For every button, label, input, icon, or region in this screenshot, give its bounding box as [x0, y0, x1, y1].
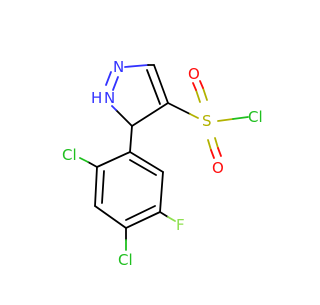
bond-s-cl [217, 118, 234, 122]
bond-c5-c1p [129, 125, 133, 153]
bond-c2p-c3p [94, 166, 98, 207]
bond-n1-c [124, 64, 149, 68]
bond-s-o2-double-b [217, 147, 222, 157]
bond-s-o2-double [214, 137, 219, 149]
bond-s-cl-b [232, 116, 249, 120]
chlorine-label-sulfonyl: Cl [248, 108, 263, 126]
bond-c5p-c6p [159, 171, 164, 213]
bond-s-o2 [207, 139, 212, 151]
bond-c4p-c5p [125, 211, 161, 229]
bond-c4-s-b [189, 113, 199, 119]
nitrogen-label: N [113, 58, 124, 76]
bond-nh-n [112, 76, 119, 91]
atom-labels: N H N S O O Cl Cl Cl F [62, 58, 263, 269]
bond-c2p-c3p-double [101, 170, 105, 204]
bond-c4p-c5p-double [125, 205, 156, 221]
bond-c4-s [167, 102, 191, 115]
bond-c1p-c2p [96, 151, 131, 168]
bond-c5p-f-b [167, 216, 176, 222]
bond-c-c4 [153, 64, 169, 104]
bond-c4-c5 [131, 102, 169, 127]
bond-c3p-c4p [94, 205, 127, 229]
bond-c5-nh [115, 109, 133, 127]
structure-diagram: N H N S O O Cl Cl Cl F [62, 58, 263, 269]
bond-s-o2-b [210, 149, 215, 159]
bond-c5p-f [159, 211, 169, 218]
oxygen-label-bottom: O [212, 159, 224, 177]
chlorine-label-ortho: Cl [62, 146, 77, 164]
bond-s-o1-b [192, 82, 197, 91]
chlorine-label-para: Cl [118, 251, 133, 269]
bond-c5-nh-b [111, 105, 117, 111]
bonds [79, 64, 249, 251]
nh-nitrogen-label: N [104, 89, 115, 107]
bond-c6p-c1p-double [129, 159, 157, 176]
molecule-canvas: N H N S O O Cl Cl Cl F [62, 58, 263, 269]
bond-s-o1 [195, 89, 201, 103]
bond-nh-n-double [105, 71, 112, 86]
bond-c6p-c1p [129, 151, 164, 173]
bond-s-o1-double-b [199, 80, 204, 89]
bond-c-c4-double [146, 69, 161, 105]
sulfur-label: S [202, 112, 212, 130]
bond-c2p-cl-b [79, 157, 89, 163]
oxygen-label-top: O [188, 65, 200, 83]
nh-hydrogen-label: H [91, 89, 102, 107]
bond-c2p-cl [87, 161, 98, 168]
fluorine-label: F [176, 216, 185, 234]
bond-s-o1-double [202, 87, 208, 101]
